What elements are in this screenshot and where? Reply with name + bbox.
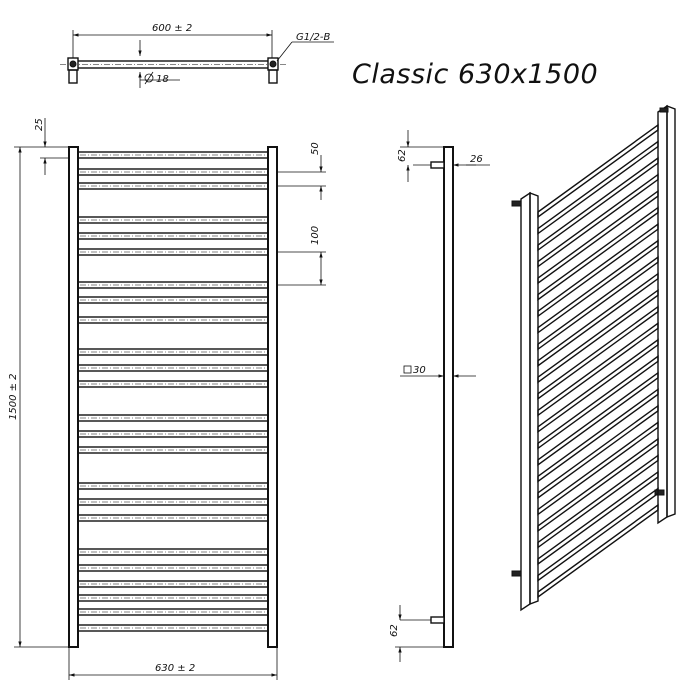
- iso-rung: [537, 354, 659, 450]
- rung: [77, 608, 269, 616]
- rung: [77, 498, 269, 506]
- rung: [77, 364, 269, 372]
- iso-rung: [537, 239, 659, 335]
- iso-rung: [537, 173, 659, 268]
- rung: [77, 348, 269, 356]
- iso-rung: [537, 404, 659, 500]
- top-width-label: 600 ± 2: [152, 23, 192, 34]
- rung: [77, 182, 269, 190]
- rung: [77, 316, 269, 324]
- iso-rung: [537, 338, 659, 434]
- iso-rung: [537, 421, 659, 516]
- iso-rung: [537, 222, 659, 318]
- iso-rung: [537, 503, 659, 599]
- iso-rung: [537, 156, 659, 252]
- isometric-view: [511, 104, 676, 612]
- iso-rung: [537, 272, 659, 368]
- rung: [77, 414, 269, 422]
- rung: [77, 594, 269, 602]
- iso-rung: [537, 140, 659, 235]
- iso-rung: [537, 255, 659, 351]
- rung: [77, 430, 269, 438]
- spacing-large-label: 100: [310, 226, 321, 245]
- iso-rung: [537, 288, 659, 384]
- rung: [77, 446, 269, 454]
- iso-rungs: [537, 123, 659, 599]
- rung: [77, 482, 269, 490]
- top-offset-label: 25: [34, 118, 45, 131]
- iso-rung: [537, 321, 659, 417]
- top-connection-label: 62: [397, 149, 408, 162]
- rung: [77, 580, 269, 588]
- iso-rung: [537, 487, 659, 582]
- iso-rung: [537, 454, 659, 549]
- bottom-width-label: 630 ± 2: [155, 663, 195, 674]
- side-view: 62 62 26 30: [389, 130, 490, 662]
- bottom-connection-label: 62: [389, 624, 400, 637]
- iso-rung: [537, 437, 659, 533]
- iso-rung: [537, 206, 659, 301]
- drawing-title: Classic 630x1500: [352, 59, 598, 90]
- rung: [77, 168, 269, 176]
- iso-rung: [537, 305, 659, 401]
- diameter-label: 18: [156, 74, 169, 85]
- rungs: [77, 151, 269, 632]
- iso-rung: [537, 387, 659, 483]
- rung: [77, 216, 269, 224]
- depth-label: 26: [470, 154, 483, 165]
- thread-label: G1/2-B: [296, 32, 330, 43]
- rung: [77, 151, 269, 159]
- rung: [77, 380, 269, 388]
- front-view: 1500 ± 2 25 630 ± 2 50 100: [8, 118, 326, 680]
- rung: [77, 281, 269, 289]
- rung: [77, 514, 269, 522]
- iso-rung: [537, 470, 659, 566]
- iso-rung: [537, 123, 659, 219]
- rung: [77, 296, 269, 304]
- iso-rung: [537, 189, 659, 285]
- spacing-small-label: 50: [310, 142, 321, 155]
- rung: [77, 232, 269, 240]
- rung: [77, 624, 269, 632]
- top-view: 600 ± 2 18 G1/2-B: [60, 23, 334, 88]
- rung: [77, 548, 269, 556]
- profile-label: 30: [413, 365, 426, 376]
- iso-rung: [537, 371, 659, 467]
- height-label: 1500 ± 2: [8, 373, 19, 420]
- rung: [77, 248, 269, 256]
- rung: [77, 564, 269, 572]
